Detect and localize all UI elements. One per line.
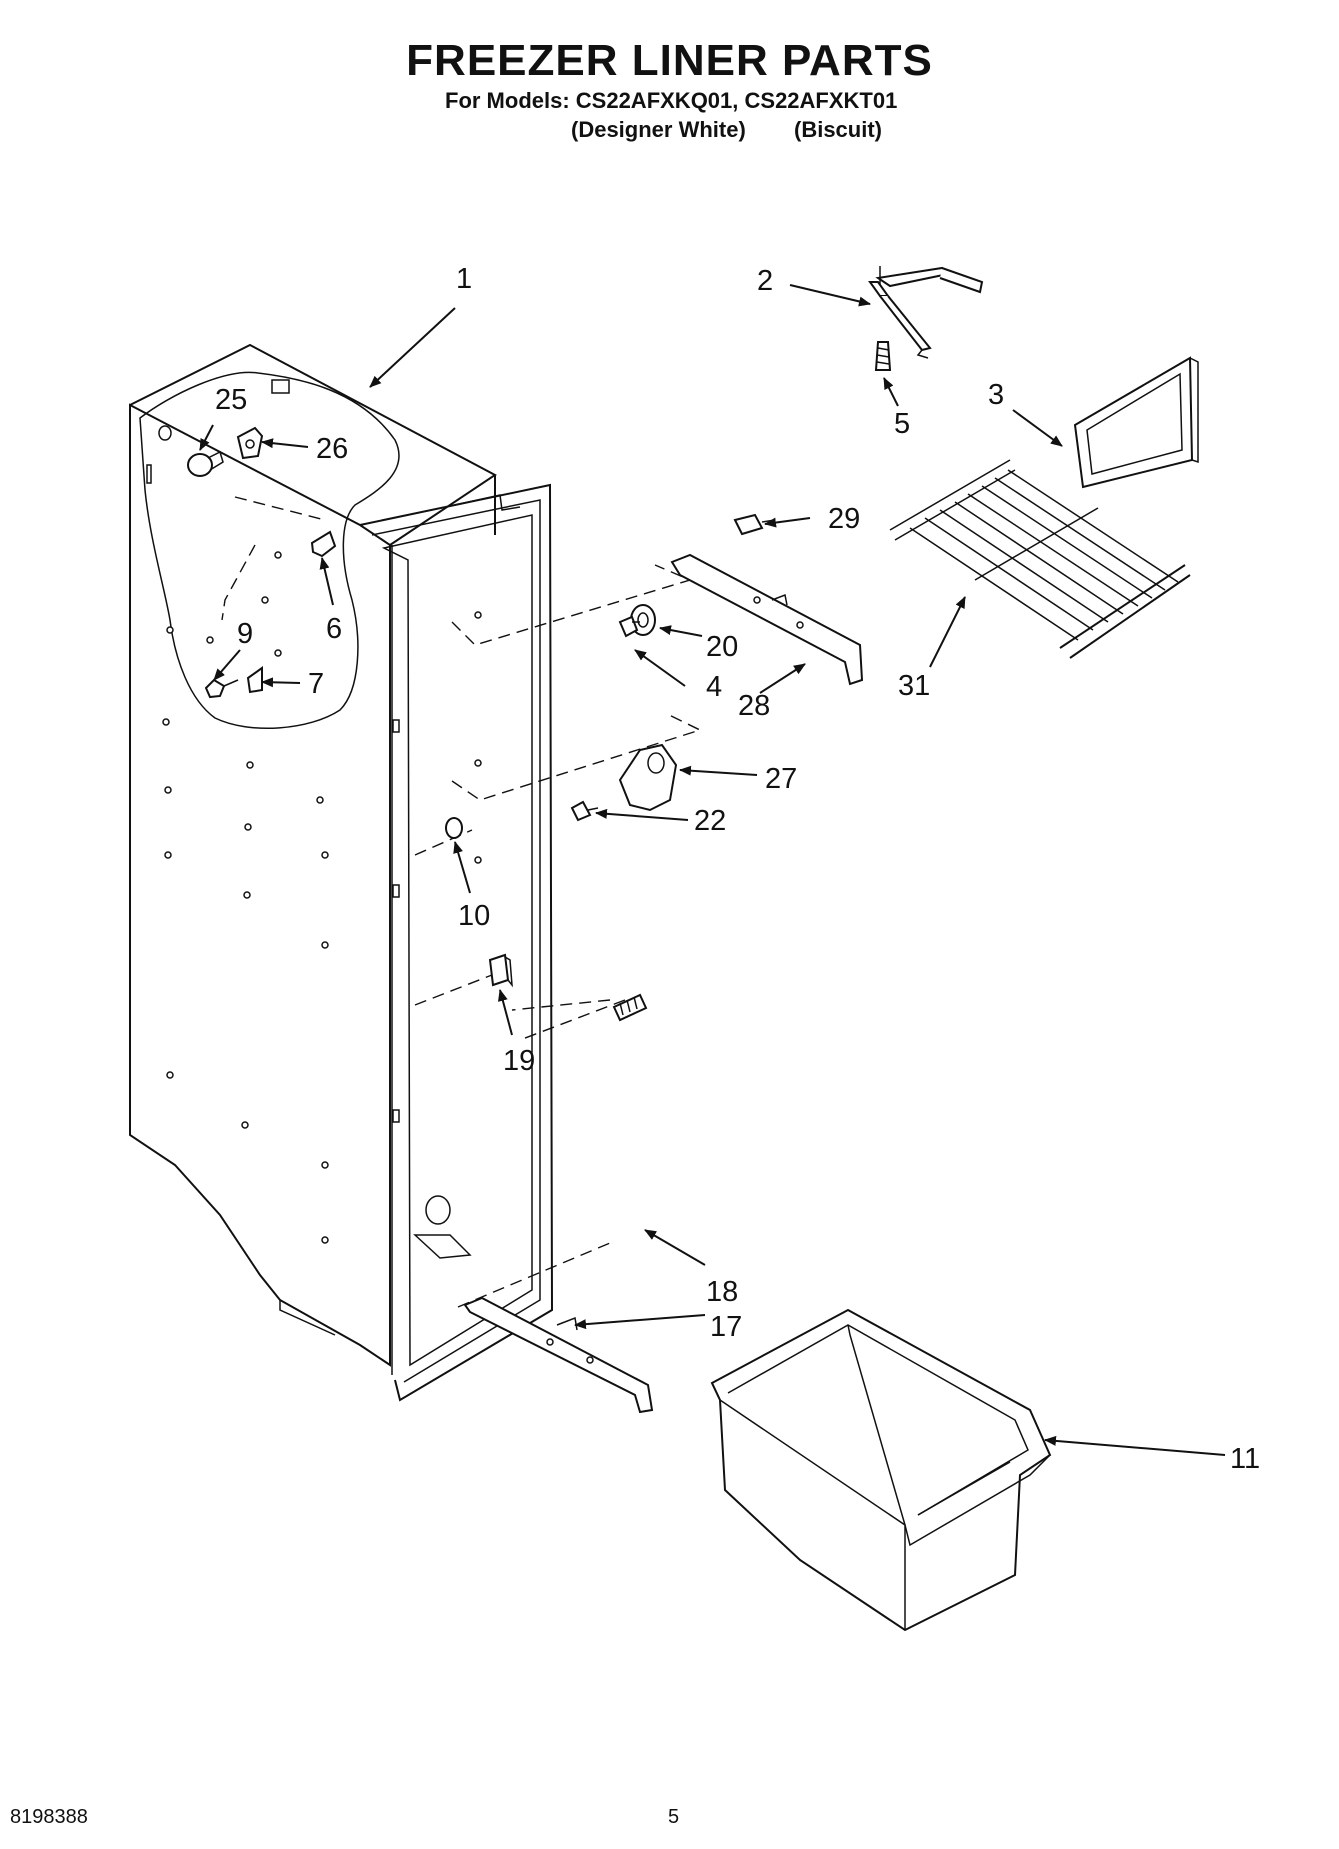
- part-11-freezer-bin: [710, 1308, 1052, 1632]
- callout-1: 1: [456, 263, 472, 295]
- part-2-shelf-bracket: [868, 266, 984, 359]
- callout-19: 19: [503, 1045, 535, 1077]
- part-17-bottom-support: [463, 1296, 654, 1414]
- callout-27: 27: [765, 763, 797, 795]
- callout-25: 25: [215, 384, 247, 416]
- part-27-support: [618, 743, 678, 812]
- callout-31: 31: [898, 670, 930, 702]
- callout-3: 3: [988, 379, 1004, 411]
- part-26-socket: [236, 426, 264, 460]
- callout-26: 26: [316, 433, 348, 465]
- callout-11: 11: [1230, 1443, 1260, 1475]
- callout-6: 6: [326, 613, 342, 645]
- callout-20: 20: [706, 631, 738, 663]
- part-6-clip: [310, 530, 337, 558]
- part-7-bracket: [246, 649, 282, 694]
- callout-29: 29: [828, 503, 860, 535]
- dashed-leaders: [221, 496, 702, 1308]
- callout-7: 7: [308, 668, 324, 700]
- freezer-liner-body: [129, 343, 554, 1402]
- callout-17: 17: [710, 1311, 742, 1343]
- part-19-switch: [488, 953, 513, 988]
- part-10-button: [445, 817, 463, 839]
- color-designer-white: (Designer White): [571, 117, 746, 142]
- part-25-light-bulb: [187, 450, 224, 477]
- page-title: FREEZER LINER PARTS: [406, 36, 933, 85]
- part-28-shelf-support: [670, 553, 864, 686]
- part-9-screw: [204, 678, 239, 699]
- part-3-shelf-frame: [1073, 356, 1199, 489]
- callout-2: 2: [757, 265, 773, 297]
- part-29-screw: [733, 513, 776, 536]
- callout-28: 28: [738, 690, 770, 722]
- color-biscuit: (Biscuit): [794, 117, 882, 142]
- callout-18: 18: [706, 1276, 738, 1308]
- models-line: For Models: CS22AFXKQ01, CS22AFXKT01: [445, 88, 898, 113]
- callout-5: 5: [894, 408, 910, 440]
- callout-22: 22: [694, 805, 726, 837]
- callout-labels: 1 2 3 4 5 6 7 9 10 11 17 18 19 20 22 25 …: [215, 263, 1260, 1475]
- callout-10: 10: [458, 900, 490, 932]
- callout-4: 4: [706, 671, 722, 703]
- callout-9: 9: [237, 618, 253, 650]
- page-number: 5: [668, 1806, 680, 1828]
- document-number: 8198388: [10, 1806, 88, 1828]
- part-18-screw: [612, 993, 648, 1022]
- part-22-screw: [570, 800, 599, 822]
- leader-arrows: [199, 284, 1226, 1456]
- part-31-wire-shelf: [889, 459, 1191, 659]
- part-5-screw: [874, 341, 892, 371]
- part-4-screw: [618, 615, 640, 638]
